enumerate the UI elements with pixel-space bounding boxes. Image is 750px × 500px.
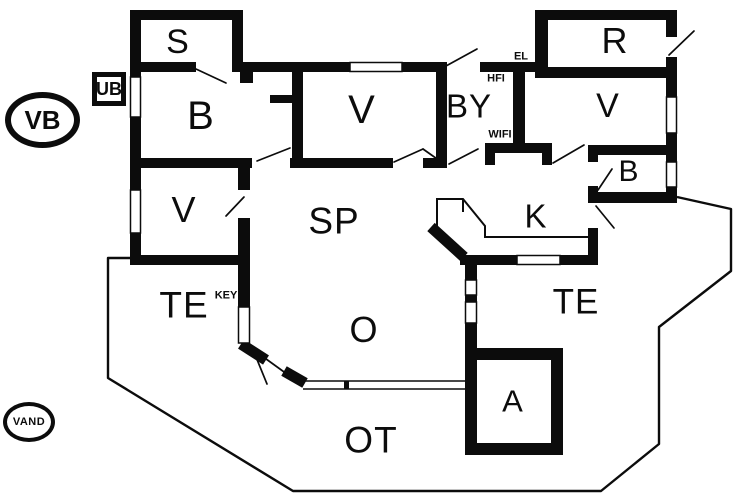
room-label-by: BY <box>445 87 493 125</box>
ub-badge: UB <box>92 72 126 106</box>
room-label-v-left: V <box>171 189 197 230</box>
room-label-o: O <box>349 309 379 350</box>
room-label-b-right: B <box>618 155 640 188</box>
room-label-r: R <box>601 20 629 61</box>
room-label-s: S <box>166 23 190 61</box>
stairs-icon <box>436 198 588 238</box>
room-label-v-mid: V <box>348 88 376 132</box>
window-band-ot <box>303 380 465 390</box>
room-label-v-right: V <box>596 87 620 125</box>
hfi-annotation: HFI <box>487 72 505 85</box>
key-annotation: KEY <box>214 289 238 302</box>
el-annotation: EL <box>513 50 529 63</box>
room-label-a: A <box>502 383 524 419</box>
windows <box>129 61 678 344</box>
room-label-sp: SP <box>308 200 360 242</box>
door-swings <box>195 30 695 385</box>
room-label-te-right: TE <box>552 282 600 322</box>
walls <box>130 10 677 455</box>
vb-badge: VB <box>5 92 80 148</box>
room-label-b-top: B <box>187 94 215 138</box>
walls-diagonal <box>238 222 468 388</box>
wifi-annotation: WIFI <box>488 128 512 141</box>
room-label-ot: OT <box>344 419 398 461</box>
vand-badge: VAND <box>3 402 55 442</box>
room-label-k: K <box>524 197 548 235</box>
room-label-te-left: TE <box>159 284 209 326</box>
terrace-outline <box>106 195 733 493</box>
